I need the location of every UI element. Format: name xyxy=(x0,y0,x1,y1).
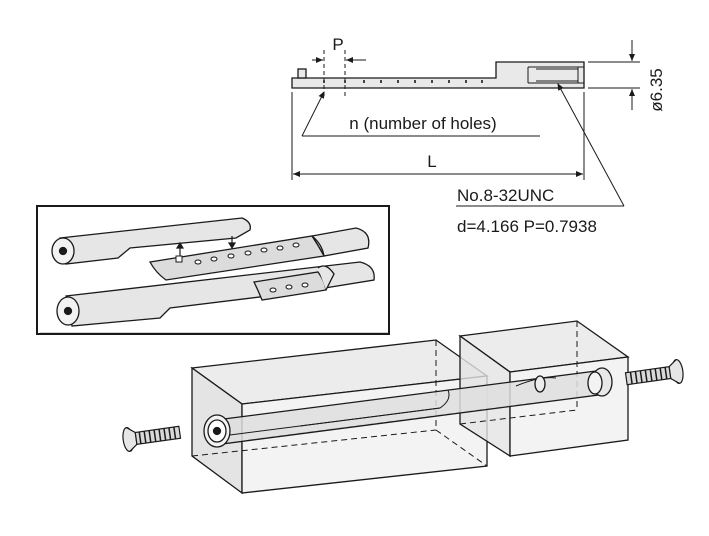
inset-rod-upper-left xyxy=(51,217,251,265)
rod-end-face xyxy=(203,414,231,448)
thread-spec-label: d=4.166 P=0.7938 xyxy=(457,217,597,236)
rod-tab xyxy=(297,68,307,79)
length-label: L xyxy=(427,152,436,171)
inset-strip-upper xyxy=(148,235,326,281)
thread-label: No.8-32UNC xyxy=(457,186,554,205)
rod-thread-insert xyxy=(527,66,584,84)
diameter-label: ø6.35 xyxy=(647,68,666,111)
pitch-label: P xyxy=(332,35,343,54)
rod-side-view xyxy=(291,61,585,89)
countersunk-screw-icon xyxy=(624,358,684,386)
countersunk-screw-icon xyxy=(122,425,182,453)
holder-assembly xyxy=(190,320,630,495)
assembly-inset xyxy=(36,205,390,335)
inset-strip-lower xyxy=(253,265,335,301)
rod-dimension-drawing xyxy=(291,40,640,207)
holes-label: n (number of holes) xyxy=(349,114,496,133)
up-down-arrow-icon xyxy=(175,236,237,256)
inset-frame xyxy=(36,205,390,335)
